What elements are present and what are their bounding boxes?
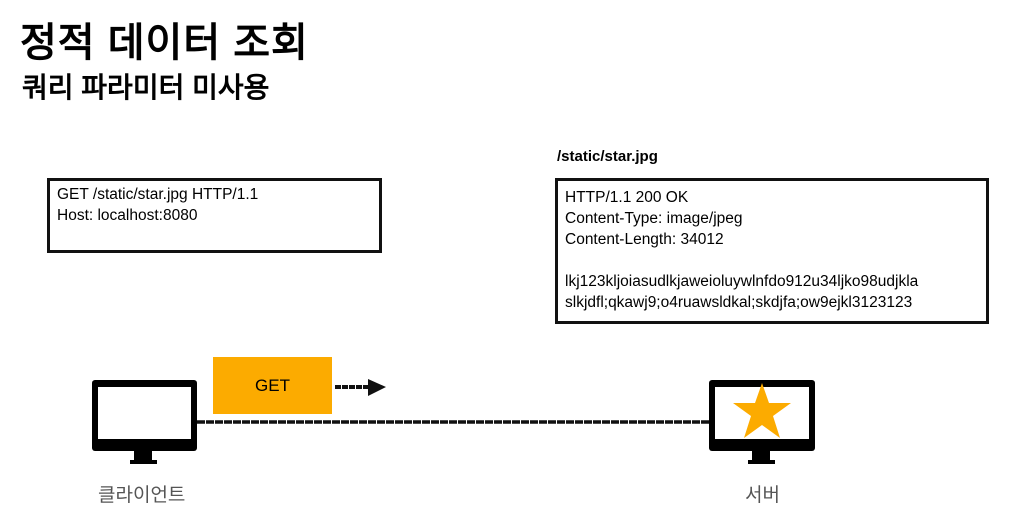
response-line: Content-Length: 34012 [565,231,724,248]
star-icon [733,383,791,438]
arrow-right-icon [335,379,386,396]
page-title: 정적 데이터 조회 [20,21,309,65]
page-subtitle: 쿼리 파라미터 미사용 [22,72,270,103]
client-monitor-icon [92,380,197,464]
response-line: Content-Type: image/jpeg [565,210,743,227]
server-label: 서버 [745,485,780,506]
get-label: GET [255,375,290,395]
http-response-box: HTTP/1.1 200 OK Content-Type: image/jpeg… [555,178,989,324]
http-request-box: GET /static/star.jpg HTTP/1.1 Host: loca… [47,178,382,253]
get-method-badge: GET [213,357,332,414]
request-line: GET /static/star.jpg HTTP/1.1 [57,186,259,203]
response-line: HTTP/1.1 200 OK [565,189,689,206]
request-line: Host: localhost:8080 [57,207,198,224]
resource-path-label: /static/star.jpg [557,148,658,165]
client-label: 클라이언트 [98,485,186,506]
response-body-line: slkjdfl;qkawj9;o4ruawsldkal;skdjfa;ow9ej… [565,294,913,311]
response-body-line: lkj123kljoiasudlkjaweioluywlnfdo912u34lj… [565,273,919,290]
